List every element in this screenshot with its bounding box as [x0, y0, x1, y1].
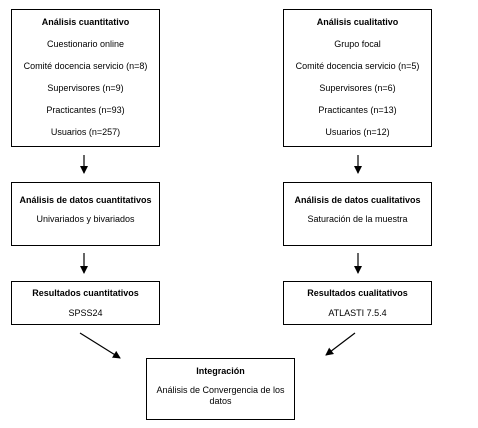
quantitative-results-box: Resultados cuantitativos SPSS24	[11, 281, 160, 325]
quantitative-results-title: Resultados cuantitativos	[32, 288, 139, 298]
qualitative-analysis-box: Análisis cualitativo Grupo focal Comité …	[283, 9, 432, 147]
qualitative-results-box: Resultados cualitativos ATLASTI 7.5.4	[283, 281, 432, 325]
quantitative-item: Practicantes (n=93)	[46, 105, 125, 115]
quantitative-item: Comité docencia servicio (n=8)	[23, 61, 148, 71]
arrow-qual-results-to-integration	[325, 332, 356, 356]
qualitative-data-analysis-title: Análisis de datos cualitativos	[294, 195, 421, 205]
quantitative-item: Cuestionario online	[46, 39, 125, 49]
quantitative-data-analysis-detail: Univariados y bivariados	[36, 214, 135, 224]
arrow-quant-results-to-integration	[79, 332, 121, 359]
integration-title: Integración	[196, 366, 245, 376]
integration-detail: Análisis de Convergencia de los datos	[156, 385, 285, 406]
qualitative-item: Grupo focal	[334, 39, 381, 49]
qualitative-data-analysis-box: Análisis de datos cualitativos Saturació…	[283, 182, 432, 246]
quantitative-item: Usuarios (n=257)	[50, 127, 121, 137]
qualitative-analysis-title: Análisis cualitativo	[316, 17, 399, 27]
qualitative-item: Supervisores (n=6)	[319, 83, 396, 93]
quantitative-analysis-title: Análisis cuantitativo	[41, 17, 130, 27]
qualitative-results-detail: ATLASTI 7.5.4	[328, 308, 387, 318]
quantitative-item: Supervisores (n=9)	[47, 83, 124, 93]
quantitative-data-analysis-title: Análisis de datos cuantitativos	[19, 195, 152, 205]
qualitative-item: Practicantes (n=13)	[318, 105, 397, 115]
qualitative-item: Comité docencia servicio (n=5)	[295, 61, 420, 71]
quantitative-data-analysis-box: Análisis de datos cuantitativos Univaria…	[11, 182, 160, 246]
integration-box: Integración Análisis de Convergencia de …	[146, 358, 295, 420]
quantitative-analysis-box: Análisis cuantitativo Cuestionario onlin…	[11, 9, 160, 147]
qualitative-data-analysis-detail: Saturación de la muestra	[307, 214, 408, 224]
quantitative-results-detail: SPSS24	[68, 308, 103, 318]
qualitative-results-title: Resultados cualitativos	[307, 288, 408, 298]
qualitative-item: Usuarios (n=12)	[325, 127, 390, 137]
